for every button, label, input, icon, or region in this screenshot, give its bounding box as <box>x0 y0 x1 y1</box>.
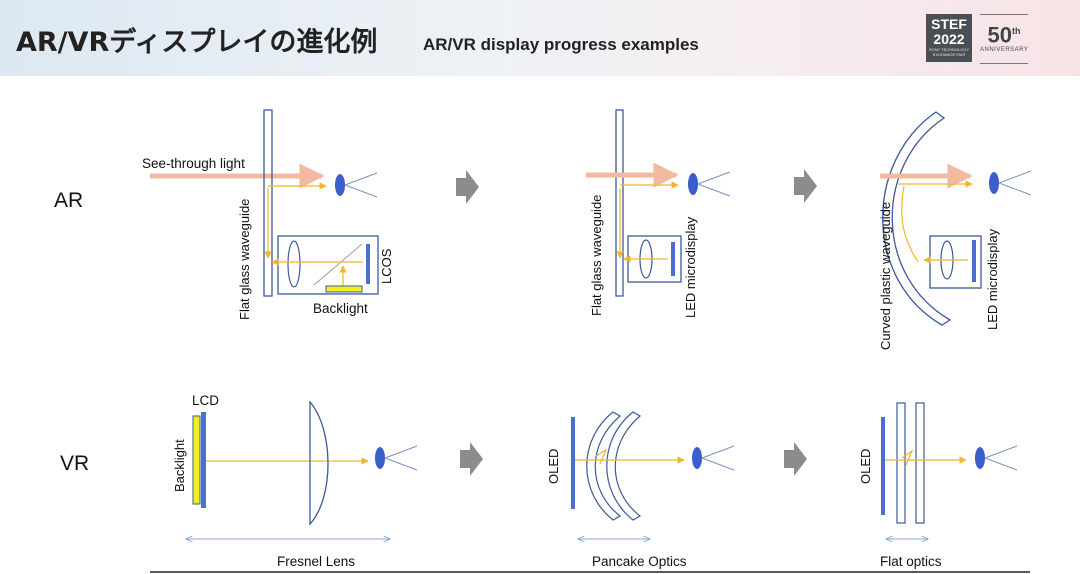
led-label: LED microdisplay <box>985 228 1000 330</box>
backlight-bar <box>192 415 201 505</box>
waveguide-ray <box>901 185 919 263</box>
waveguide-label: Flat glass waveguide <box>237 199 252 320</box>
eye-icon <box>697 171 731 197</box>
row-label-vr: VR <box>60 452 89 475</box>
ar-stage-1: See-through light LCOS Backlight Flat gl… <box>142 109 394 320</box>
progress-arrow-icon <box>794 169 817 203</box>
pancake-lens <box>586 411 622 521</box>
eye-lens-icon <box>989 172 999 194</box>
flat-waveguide <box>263 109 273 297</box>
eye-lens-icon <box>335 174 345 196</box>
eye-lens-icon <box>975 447 985 469</box>
led-panel <box>671 242 675 276</box>
lcos-module <box>277 235 379 295</box>
progress-arrow-icon <box>784 442 807 476</box>
eye-icon <box>344 172 378 198</box>
oled-label: OLED <box>858 449 873 484</box>
oled-label: OLED <box>546 449 561 484</box>
lcos-lens <box>287 240 301 288</box>
eye-icon <box>701 445 735 471</box>
vr-stage-3: OLED Flat optics <box>858 402 1018 569</box>
ar-stage-3: Curved plastic waveguide LED microdispla… <box>878 111 1032 350</box>
fresnel-label: Fresnel Lens <box>277 554 355 569</box>
eye-icon <box>984 445 1018 471</box>
pancake-label: Pancake Optics <box>592 554 687 569</box>
backlight-label: Backlight <box>313 301 368 316</box>
eye-lens-icon <box>688 173 698 195</box>
flat-optic-plate <box>915 402 925 524</box>
fresnel-lens <box>309 400 329 526</box>
eye-icon <box>998 170 1032 196</box>
backlight-label: Backlight <box>172 439 187 492</box>
stef-logo-year: 2022 <box>933 31 965 47</box>
led-label: LED microdisplay <box>683 216 698 318</box>
vr-stage-1: LCD Backlight Fresnel Lens <box>172 393 418 569</box>
eye-lens-icon <box>375 447 385 469</box>
stef-logo: STEF 2022 SONY TECHNOLOGY EXCHANGE FAIR <box>926 14 972 62</box>
anniversary-logo: 50th ANNIVERSARY <box>980 14 1028 64</box>
page-subtitle: AR/VR display progress examples <box>423 35 699 54</box>
see-through-label: See-through light <box>142 156 245 171</box>
oled-panel <box>571 417 575 509</box>
backlight-bar <box>325 285 363 293</box>
pancake-lens <box>606 411 642 521</box>
folded-ray <box>595 448 608 465</box>
stef-logo-text: STEF <box>931 16 967 32</box>
oled-panel <box>881 417 885 515</box>
waveguide-label: Flat glass waveguide <box>589 195 604 316</box>
curved-waveguide-label: Curved plastic waveguide <box>878 202 893 350</box>
lcd-panel <box>201 412 206 508</box>
lcd-label: LCD <box>192 393 219 408</box>
flat-optic-plate <box>896 402 906 524</box>
progress-arrow-icon <box>456 170 479 204</box>
flat-optics-label: Flat optics <box>880 554 942 569</box>
header-bar: AR/VRディスプレイの進化例 AR/VR display progress e… <box>0 0 1080 76</box>
flat-waveguide <box>615 109 624 297</box>
led-panel <box>972 240 976 282</box>
eye-icon <box>384 445 418 471</box>
curved-waveguide <box>882 111 952 326</box>
lcos-label: LCOS <box>379 248 394 284</box>
progress-arrow-icon <box>460 442 483 476</box>
stef-logo-small: SONY TECHNOLOGY EXCHANGE FAIR <box>928 47 970 57</box>
vr-stage-2: OLED Pancake Optics <box>546 411 735 569</box>
eye-lens-icon <box>692 447 702 469</box>
folded-ray <box>901 449 914 466</box>
row-label-ar: AR <box>54 189 83 212</box>
page-title: AR/VRディスプレイの進化例 <box>16 27 378 58</box>
ar-stage-2: Flat glass waveguide LED microdisplay <box>586 109 731 318</box>
beam-splitter <box>313 243 363 286</box>
anniversary-text: ANNIVERSARY <box>980 47 1029 54</box>
anniversary-number: 50th <box>987 22 1021 48</box>
lcos-panel <box>366 244 370 284</box>
